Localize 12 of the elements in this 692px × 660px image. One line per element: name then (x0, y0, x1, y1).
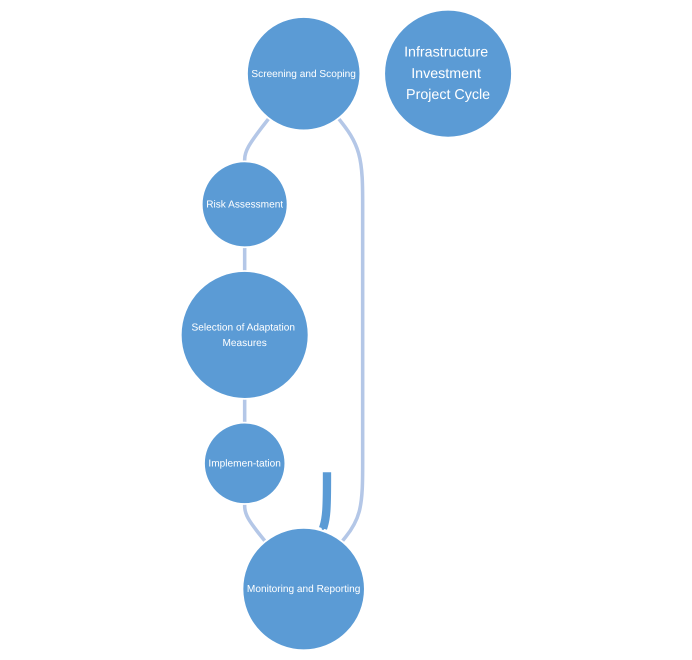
arrow (318, 472, 331, 531)
connector (242, 398, 246, 423)
connector (242, 117, 270, 162)
node-circle (202, 422, 286, 505)
node-circle (241, 526, 366, 652)
connector (242, 504, 266, 543)
node-circle (179, 270, 310, 400)
node-circle (200, 160, 288, 248)
connector (336, 117, 364, 542)
connector (242, 247, 246, 272)
node-circle (246, 16, 361, 132)
node-circle (382, 8, 513, 138)
